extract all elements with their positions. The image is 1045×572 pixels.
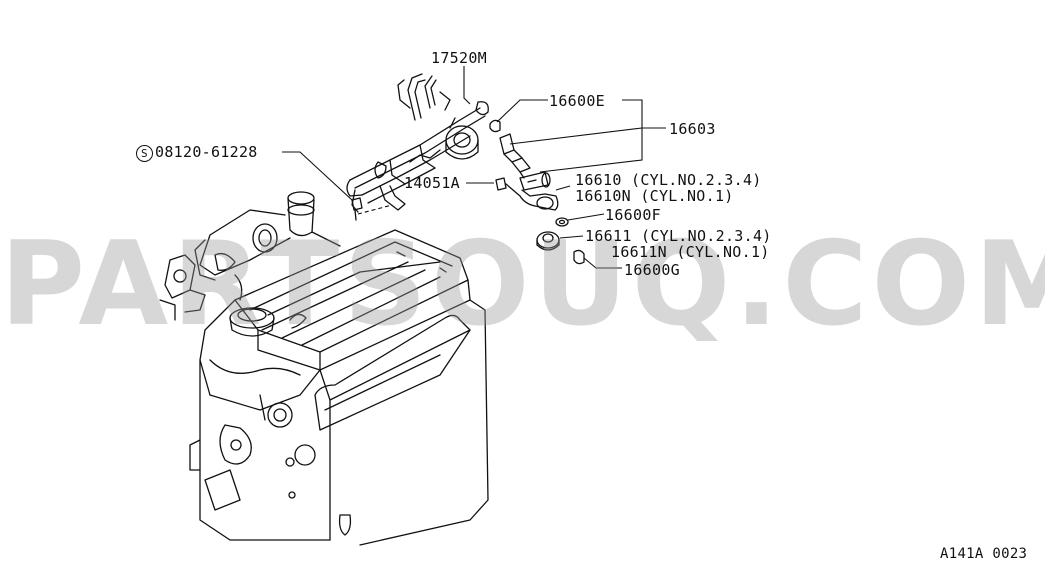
part-label-17520m[interactable]: 17520M (431, 49, 487, 67)
diagram-code: A141A 0023 (940, 546, 1028, 562)
part-label-14051a[interactable]: 14051A (404, 174, 460, 192)
injector-parts (351, 119, 585, 265)
part-label-16611n[interactable]: 16611N (CYL.NO.1) (611, 243, 770, 261)
part-label-16600e[interactable]: 16600E (549, 92, 605, 110)
part-label-16603[interactable]: 16603 (669, 120, 716, 138)
fuel-tube-assembly (346, 73, 489, 213)
thermostat-housing (159, 191, 341, 321)
part-number-08120: 08120-61228 (155, 143, 258, 161)
standard-part-symbol: S (136, 145, 153, 162)
part-label-16600f[interactable]: 16600F (605, 206, 661, 224)
part-label-16610[interactable]: 16610 (CYL.NO.2.3.4) (575, 171, 762, 189)
leader-lines (282, 66, 666, 269)
detail-marks (396, 251, 447, 273)
part-label-16610n[interactable]: 16610N (CYL.NO.1) (575, 187, 734, 205)
part-label-16611[interactable]: 16611 (CYL.NO.2.3.4) (585, 227, 772, 245)
engine-block (189, 229, 489, 546)
part-label-16600g[interactable]: 16600G (624, 261, 680, 279)
